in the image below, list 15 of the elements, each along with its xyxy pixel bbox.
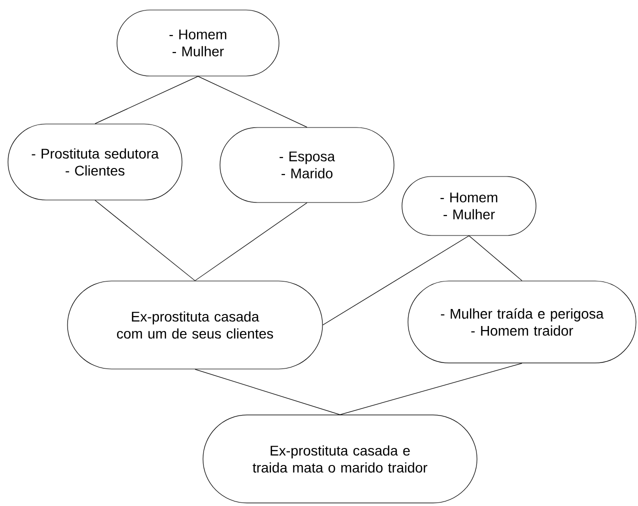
connector-line	[340, 362, 522, 415]
connector-line	[468, 235, 522, 281]
connector-line	[322, 235, 470, 326]
connector-line	[194, 202, 308, 281]
rounded-box: - Mulher traída e perigosa - Homem traidor	[408, 280, 636, 364]
connector-line	[94, 200, 196, 281]
connector-line	[94, 76, 198, 124]
connector-line	[198, 76, 308, 128]
rounded-box: - Prostituta sedutora - Clientes	[8, 124, 182, 200]
rounded-box: Ex-prostituta casada e traida mata o marido traidor	[202, 414, 478, 504]
rounded-box: Ex-prostituta casada com um de seus clientes	[67, 280, 323, 370]
rounded-box: - Esposa - Marido	[220, 127, 394, 203]
rounded-box: - Homem - Mulher	[116, 10, 280, 76]
rounded-box: - Homem - Mulher	[402, 176, 536, 236]
connector-line	[194, 368, 340, 415]
